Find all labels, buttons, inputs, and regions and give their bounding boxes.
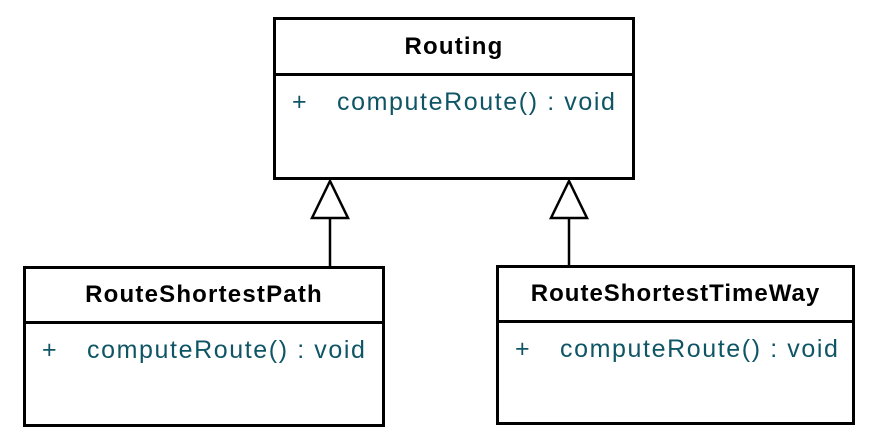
class-title-route-shortest-time-way: RouteShortestTimeWay <box>499 268 852 323</box>
method-row: + computeRoute() : void <box>292 87 626 117</box>
class-methods-routing: + computeRoute() : void <box>276 76 632 117</box>
method-visibility: + <box>292 88 309 116</box>
method-row: + computeRoute() : void <box>42 335 376 365</box>
class-methods-route-shortest-time-way: + computeRoute() : void <box>499 323 852 364</box>
method-visibility: + <box>42 336 59 364</box>
method-visibility: + <box>515 335 532 363</box>
method-signature: computeRoute() : void <box>87 336 367 364</box>
method-row: + computeRoute() : void <box>515 334 846 364</box>
method-signature: computeRoute() : void <box>560 335 840 363</box>
method-signature: computeRoute() : void <box>337 88 617 116</box>
class-methods-route-shortest-path: + computeRoute() : void <box>26 324 382 365</box>
class-node-route-shortest-time-way[interactable]: RouteShortestTimeWay + computeRoute() : … <box>496 265 855 425</box>
inheritance-arrow-route-shortest-path <box>310 178 350 267</box>
inheritance-arrow-route-shortest-time-way <box>549 178 589 266</box>
class-node-routing[interactable]: Routing + computeRoute() : void <box>273 17 635 180</box>
class-node-route-shortest-path[interactable]: RouteShortestPath + computeRoute() : voi… <box>23 266 385 427</box>
class-title-routing: Routing <box>276 20 632 76</box>
class-title-route-shortest-path: RouteShortestPath <box>26 269 382 324</box>
